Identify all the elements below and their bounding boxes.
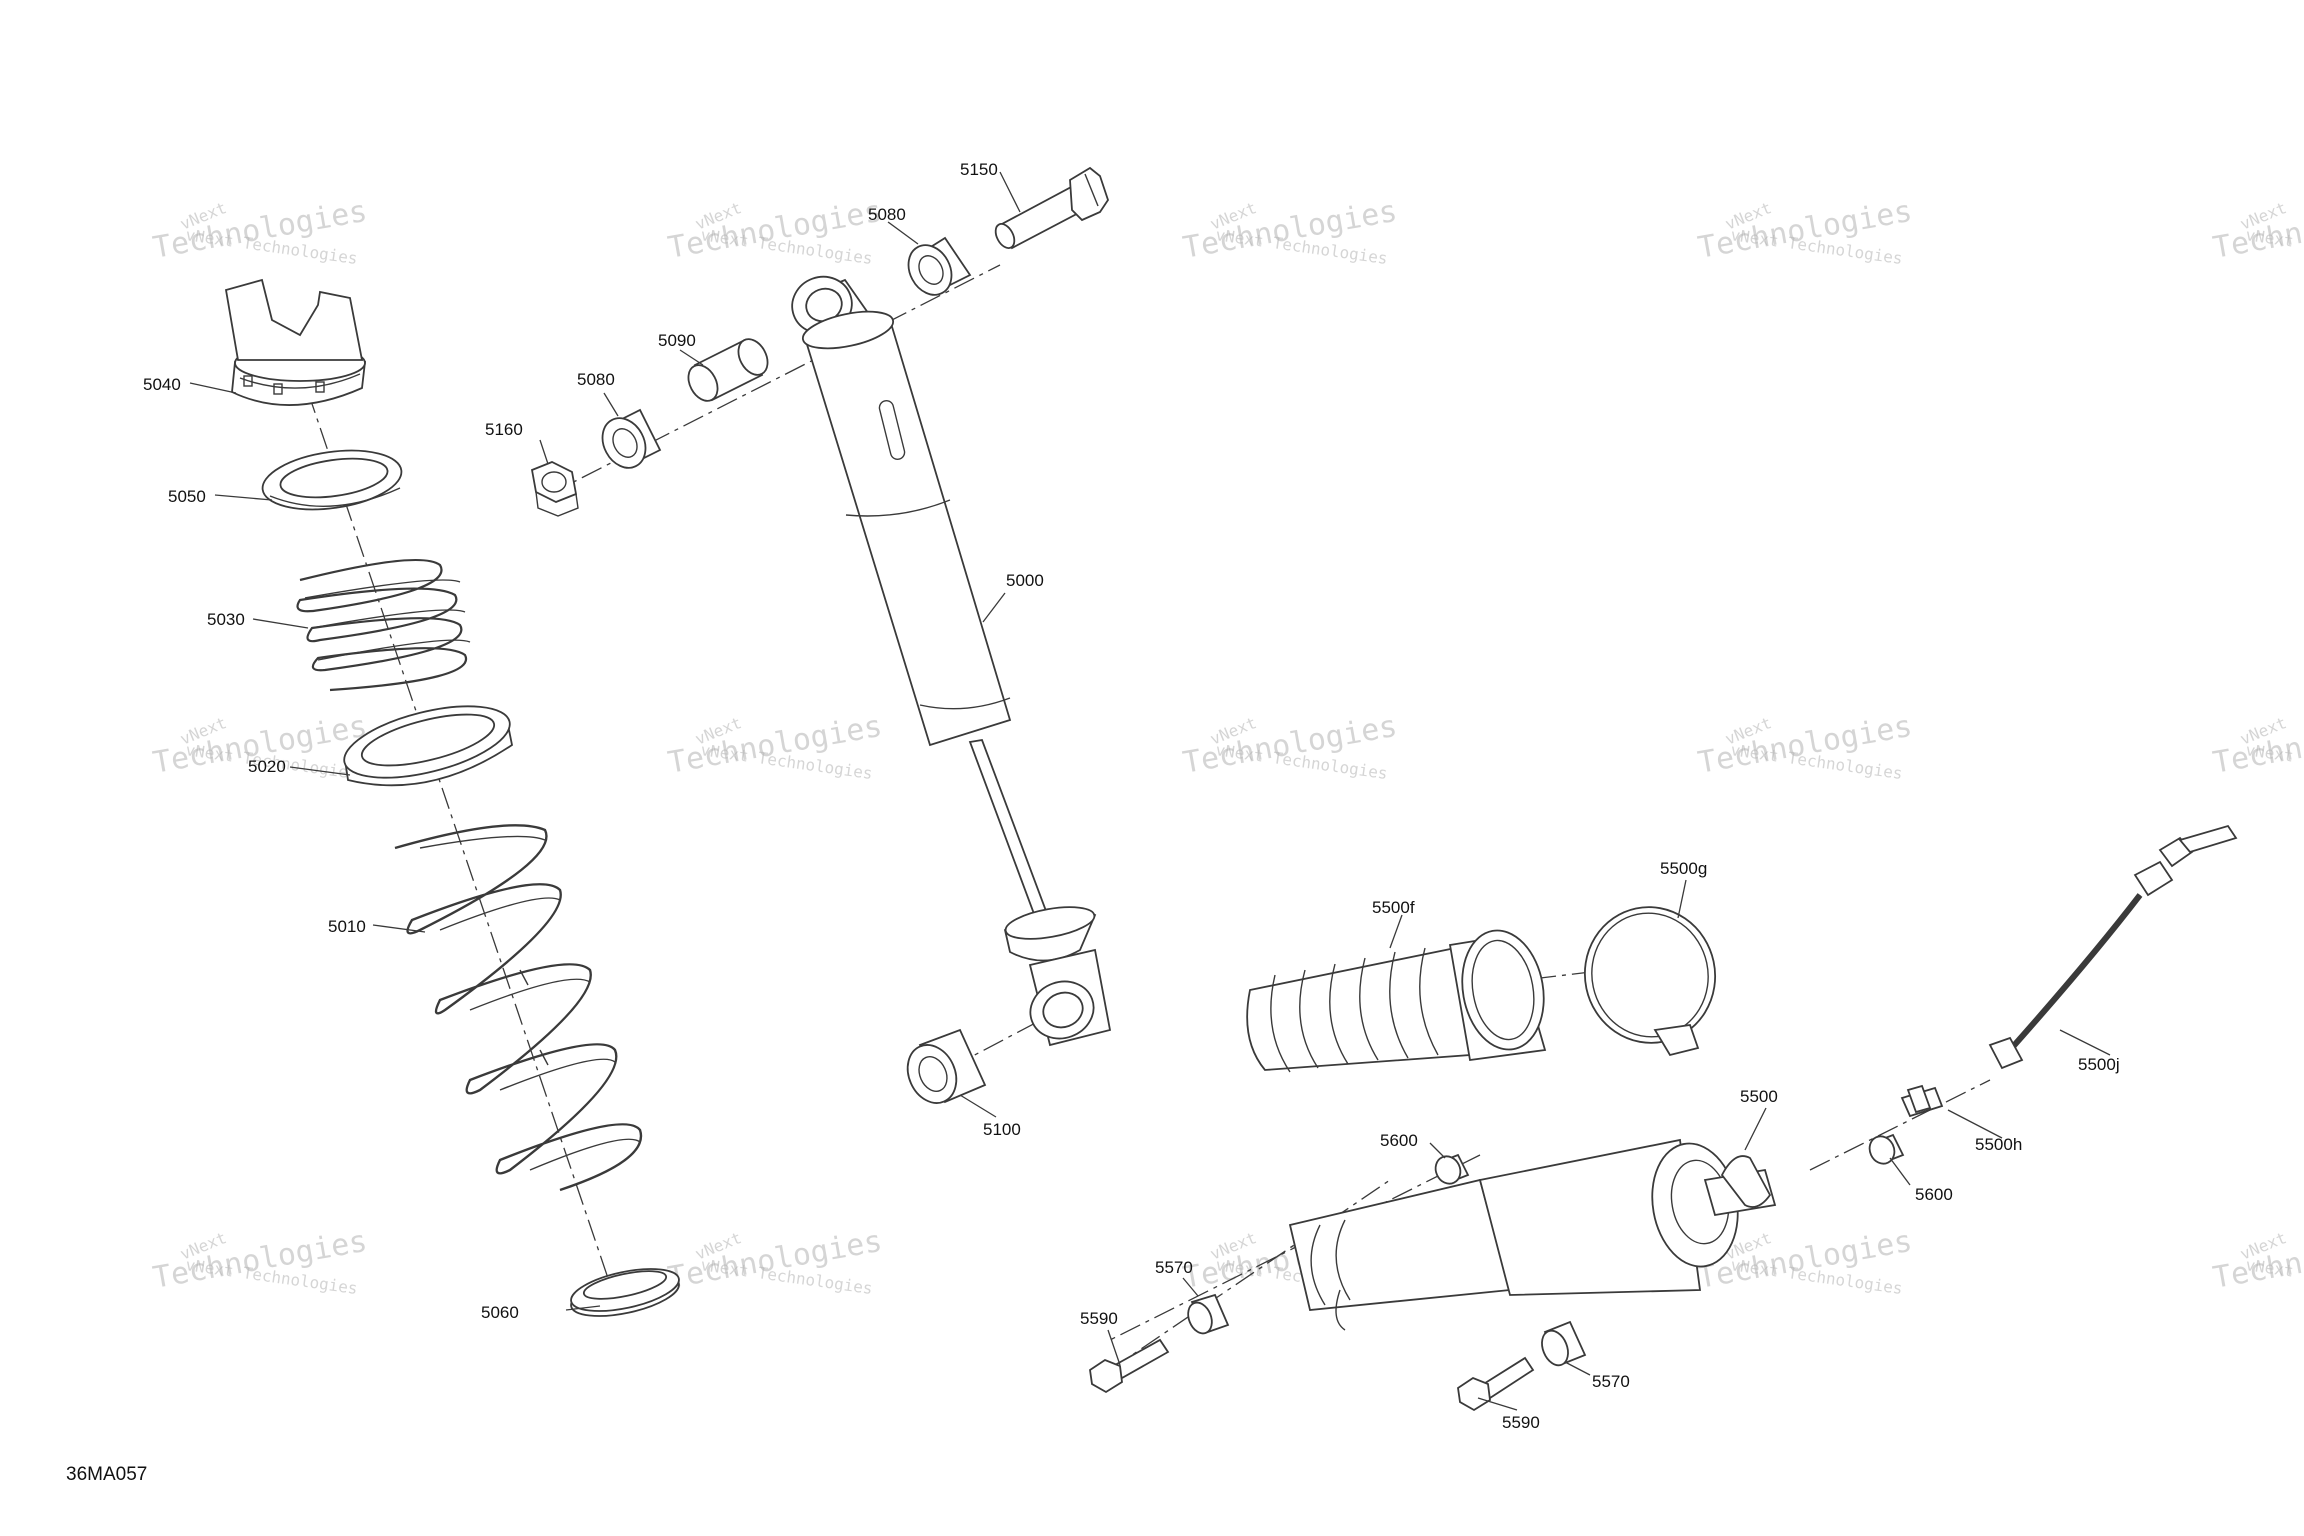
callout-5030: 5030 (207, 610, 245, 629)
callout-5500j: 5500j (2078, 1055, 2120, 1074)
part-5000-shock-absorber (791, 275, 1112, 1047)
part-5010-main-spring (394, 824, 643, 1192)
part-5160-nut (530, 461, 579, 517)
callout-5040: 5040 (143, 375, 181, 394)
callout-5080-left: 5080 (577, 370, 615, 389)
leader-lines (189, 171, 2111, 1411)
callout-5570-left: 5570 (1155, 1258, 1193, 1277)
watermark-line2: Technologies (2210, 194, 2304, 266)
callout-5590-left: 5590 (1080, 1309, 1118, 1328)
watermark-line2: Technologies (2210, 1224, 2304, 1296)
part-5570-sleeve-a (1187, 1293, 1230, 1335)
callout-5160: 5160 (485, 420, 523, 439)
callout-5010: 5010 (328, 917, 366, 936)
callout-5100: 5100 (983, 1120, 1021, 1139)
callout-5500: 5500 (1740, 1087, 1778, 1106)
part-5590-bolt-b (1457, 1356, 1535, 1412)
callout-5000: 5000 (1006, 571, 1044, 590)
part-5020-bumper-cup (343, 705, 514, 787)
part-5500-reservoir-shock (1288, 1138, 1777, 1331)
part-5500j-hose (1988, 824, 2238, 1070)
part-5590-bolt-a (1089, 1338, 1170, 1394)
callout-5590-right: 5590 (1502, 1413, 1540, 1432)
callout-5060: 5060 (481, 1303, 519, 1322)
callout-5080-right: 5080 (868, 205, 906, 224)
callout-5150: 5150 (960, 160, 998, 179)
callout-5020: 5020 (248, 757, 286, 776)
part-5500f-boot (1246, 929, 1547, 1073)
callout-5050: 5050 (168, 487, 206, 506)
part-5030-secondary-spring (296, 558, 471, 692)
part-5080-bushing-right (907, 236, 972, 296)
watermark-line2: Technologies (2210, 709, 2304, 781)
part-5600-bushing-b (1868, 1133, 1905, 1165)
part-5050-washer (261, 449, 403, 511)
part-5150-bolt (994, 166, 1109, 250)
part-5060-retainer-clip (570, 1268, 680, 1317)
callout-5500g: 5500g (1660, 859, 1707, 878)
callout-5500h: 5500h (1975, 1135, 2022, 1154)
callout-5600-right: 5600 (1915, 1185, 1953, 1204)
part-5500h-fitting (1900, 1084, 1944, 1118)
figure-code: 36MA057 (66, 1464, 147, 1485)
part-5600-bushing-a (1434, 1153, 1470, 1185)
part-5500g-clamp (1583, 906, 1717, 1057)
callout-labels: 5040 5050 5030 5020 5010 5060 5160 5080 … (143, 160, 2120, 1432)
callout-5090: 5090 (658, 331, 696, 350)
callout-5600-left: 5600 (1380, 1131, 1418, 1150)
callout-5570-right: 5570 (1592, 1372, 1630, 1391)
part-5570-sleeve-b (1541, 1320, 1587, 1367)
part-5080-bushing-left (601, 408, 662, 469)
part-5090-sleeve (687, 338, 769, 402)
part-5100-lower-bushing (906, 1028, 987, 1104)
callout-5500f: 5500f (1372, 898, 1415, 917)
part-5040-spring-retainer (224, 278, 367, 406)
